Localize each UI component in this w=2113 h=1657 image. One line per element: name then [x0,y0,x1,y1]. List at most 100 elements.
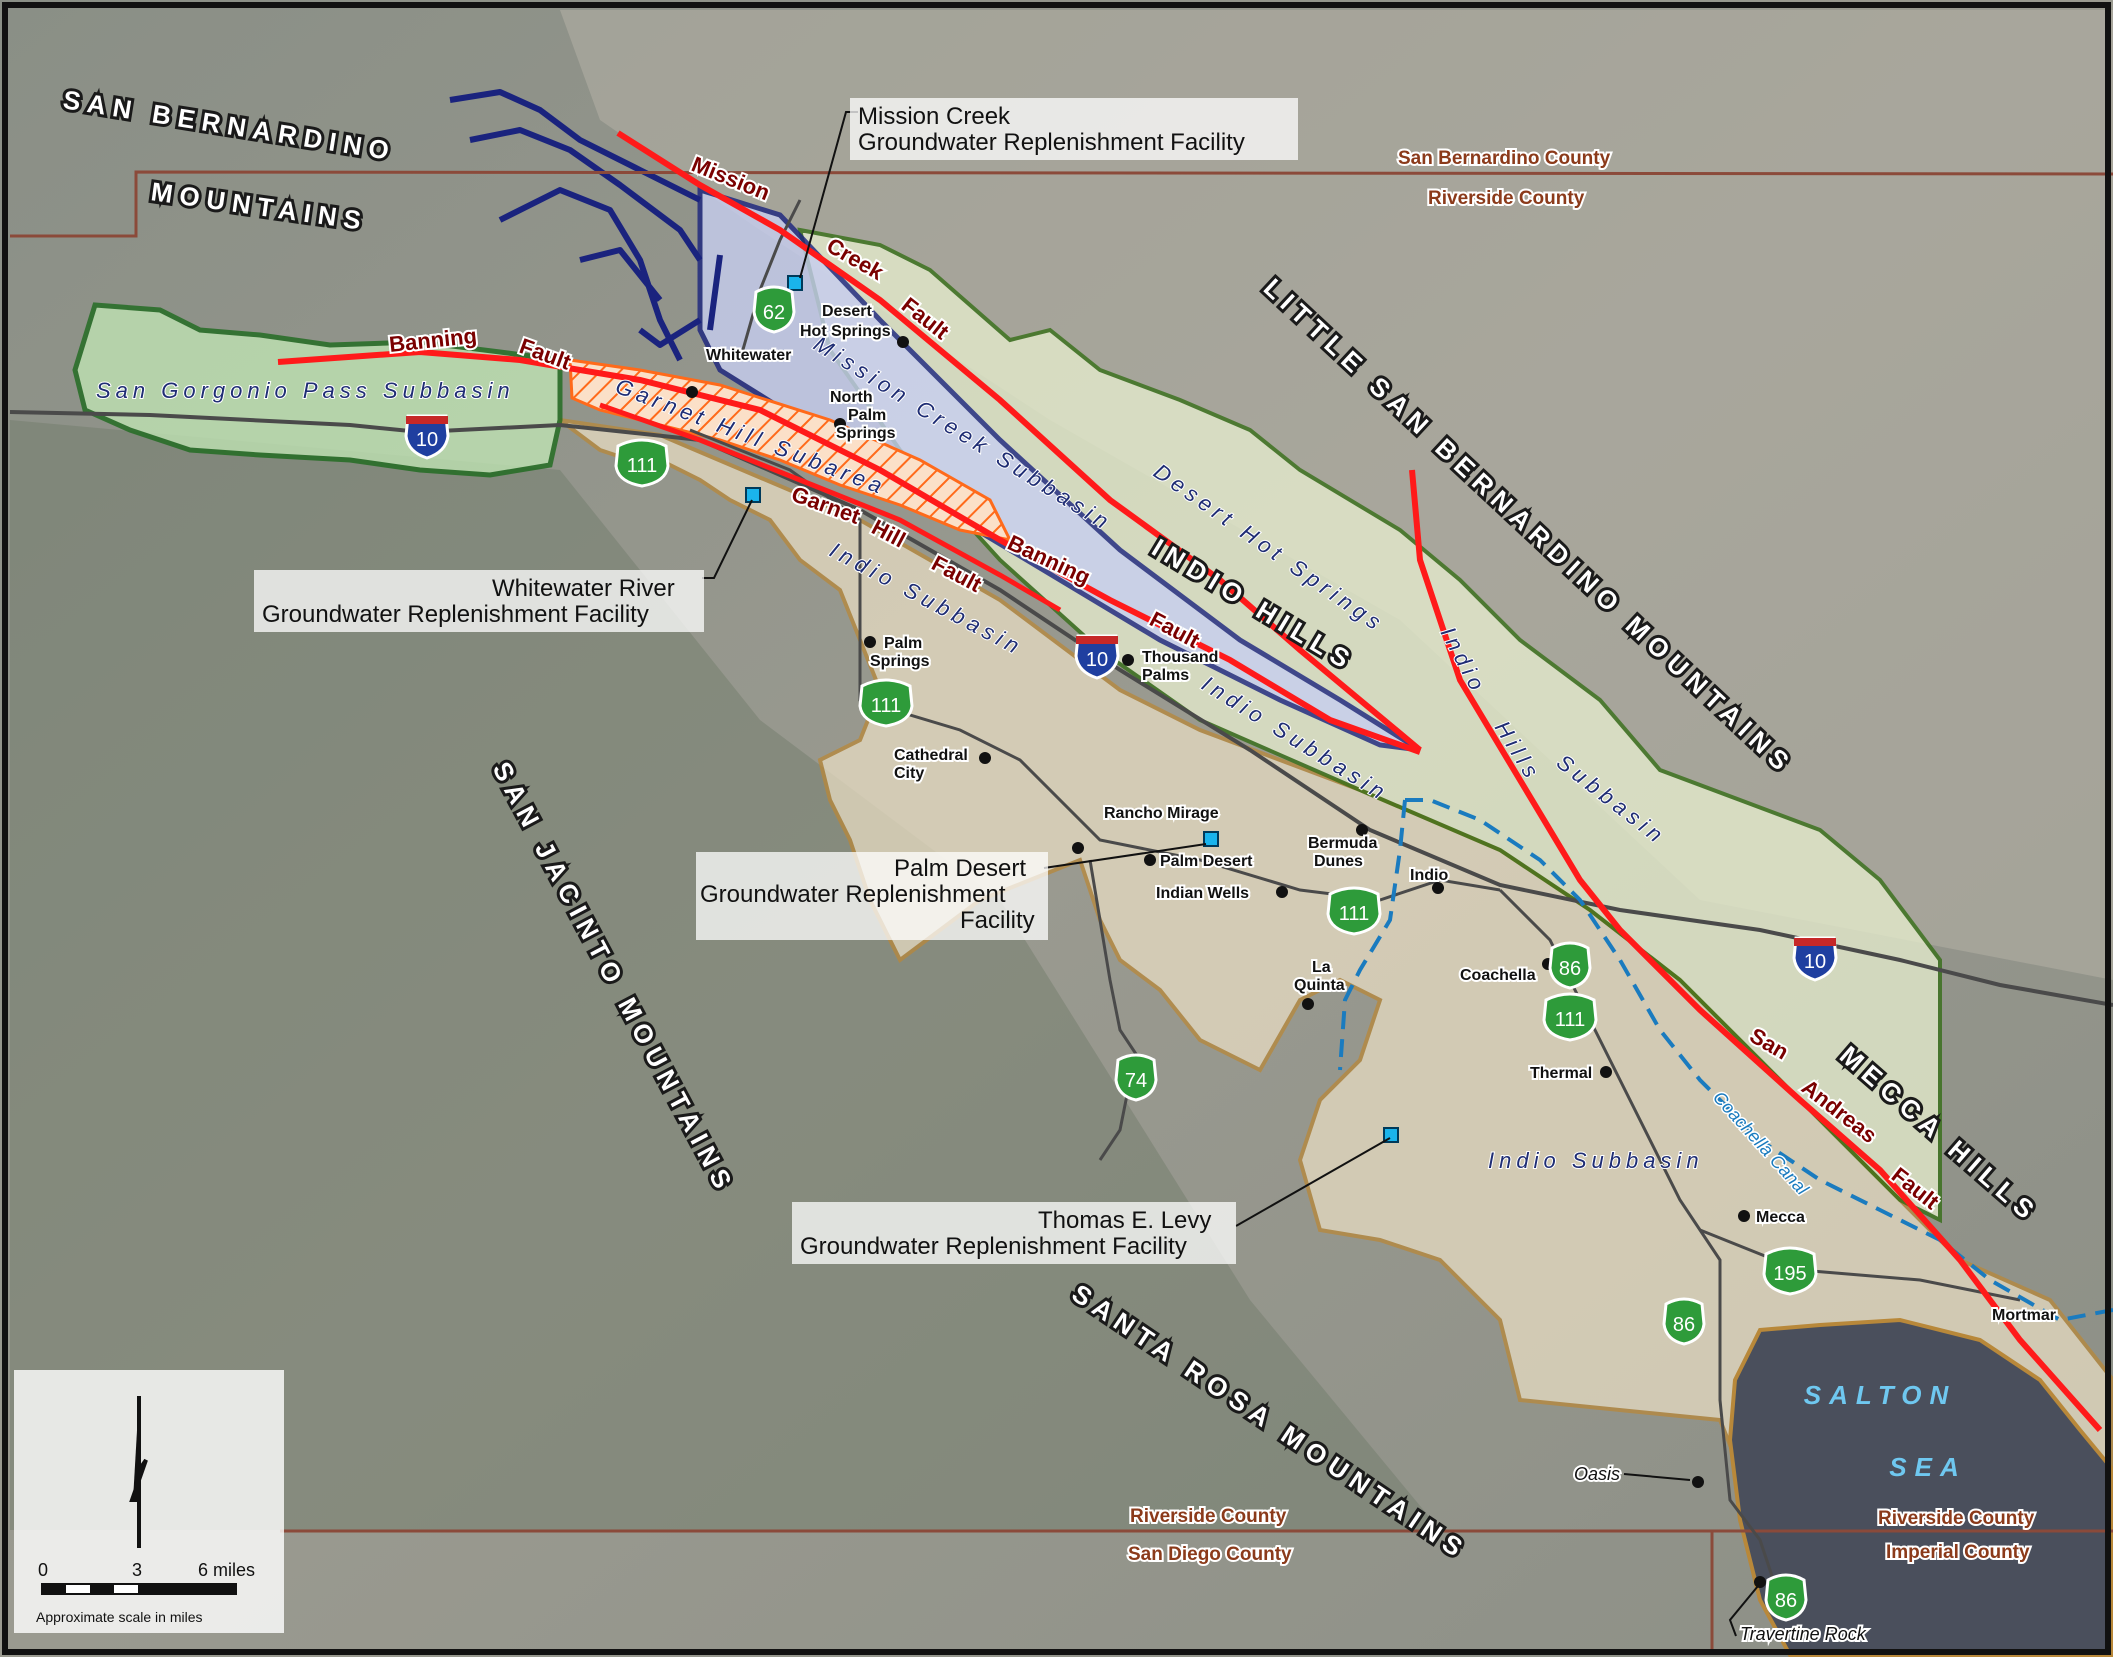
coachella-canal [1338,798,2113,1323]
svg-text:62: 62 [763,302,785,324]
city-markers [686,336,1766,1588]
palm-desert-facility-label-3: Facility [960,907,1035,934]
city-label-north-palm-3: Springs [836,425,896,442]
interstate-10-shield-c: 10 [1792,936,1838,982]
county-label-san-diego-bottom: San Diego County [1128,1544,1292,1565]
svg-text:10: 10 [1804,951,1826,973]
palm-desert-facility-label-1: Palm Desert [894,855,1026,882]
levy-facility-label-1: Thomas E. Levy [1038,1207,1211,1234]
svg-text:10: 10 [1086,649,1108,671]
whitewater-facility-label-2: Groundwater Replenishment Facility [262,601,649,628]
oasis-leader-line [1623,1473,1691,1481]
city-label-whitewater: Whitewater [706,347,791,364]
levy-facility-label-bg [792,1202,1236,1264]
indio-subbasin-label-c: Indio Subbasin [1488,1148,1704,1173]
svg-text:74: 74 [1125,1070,1147,1092]
palm-desert-facility-leader [1043,843,1207,869]
scale-bar [41,1583,237,1595]
route-111-shield-d: 111 [1542,992,1598,1042]
city-label-mortmar: Mortmar [1992,1307,2056,1324]
county-label-riverside-right: Riverside County [1878,1508,2035,1529]
city-label-north-palm-1: North [830,389,873,406]
county-label-riverside-bottom: Riverside County [1130,1506,1287,1527]
svg-text:10: 10 [416,429,438,451]
svg-text:86: 86 [1775,1590,1797,1612]
mission-creek-fault [616,130,1422,753]
mission-creek-facility-label-bg [850,98,1298,160]
svg-text:111: 111 [627,455,657,477]
travertine-leader-line [1728,1585,1759,1637]
garnet-hill-fault [599,402,1062,613]
city-label-thousand-palms-1: Thousand [1142,649,1218,666]
city-label-travertine-rock: Travertine Rock [1740,1624,1867,1644]
highway-111-route [689,428,1501,902]
city-label-palm-desert: Palm Desert [1160,853,1253,870]
banning-fault [277,348,1422,755]
svg-text:195: 195 [1773,1263,1806,1285]
city-label-cathedral-2: City [894,765,924,782]
svg-text:111: 111 [1339,903,1369,925]
city-label-rancho-mirage: Rancho Mirage [1104,805,1219,822]
mission-creek-subbasin-area [697,186,1422,753]
city-label-la-quinta-1: La [1312,959,1331,976]
route-86-shield-b: 86 [1662,1297,1706,1346]
mission-creek-facility-label-1: Mission Creek [858,103,1011,130]
facility-markers [745,275,1399,1143]
whitewater-facility-leader [702,499,753,579]
palm-desert-facility-label-bg [696,852,1048,940]
route-86-shield-c: 86 [1764,1573,1808,1622]
levy-facility-leader [1235,1137,1391,1227]
city-label-desert-1: Desert [822,303,872,320]
city-label-cathedral-1: Cathedral [894,747,968,764]
route-195-shield: 195 [1762,1246,1818,1296]
interstate-10-shield-b: 10 [1074,634,1120,680]
levy-facility-label-2: Groundwater Replenishment Facility [800,1233,1187,1260]
route-111-shield-c: 111 [1326,886,1382,936]
scale-tick-3: 3 [132,1560,142,1580]
county-line-north [10,170,2113,238]
mission-creek-facility-label-2: Groundwater Replenishment Facility [858,129,1245,156]
city-label-indian-wells: Indian Wells [1156,885,1249,902]
mission-creek-washes [449,89,723,362]
city-label-palm-springs-2: Springs [870,653,930,670]
svg-text:86: 86 [1673,1314,1695,1336]
svg-text:111: 111 [1555,1009,1585,1031]
route-111-shield-a: 111 [614,438,670,488]
san-andreas-fault [1409,469,2103,1432]
route-74-shield: 74 [1114,1053,1158,1102]
scale-caption: Approximate scale in miles [36,1609,203,1625]
city-label-thousand-palms-2: Palms [1142,667,1189,684]
whitewater-facility-label-1: Whitewater River [492,575,675,602]
scale-legend: 0 3 6 miles Approximate scale in miles [14,1370,284,1633]
city-label-desert-2: Hot Springs [800,323,891,340]
county-label-san-bernardino-top: San Bernardino County [1398,148,1611,169]
svg-text:86: 86 [1559,958,1581,980]
city-label-north-palm-2: Palm [848,407,886,424]
salton-sea-label-2: SEA [1889,1452,1966,1482]
city-label-la-quinta-2: Quinta [1294,977,1345,994]
city-label-bermuda-1: Bermuda [1308,835,1377,852]
county-label-imperial-right: Imperial County [1886,1542,2030,1563]
interstate-10-shield-a: 10 [404,414,450,460]
scale-tick-0: 0 [38,1560,48,1580]
county-label-riverside-top: Riverside County [1428,188,1585,209]
whitewater-facility-label-bg [254,570,704,632]
san-gorgonio-subbasin-label: San Gorgonio Pass Subbasin [96,378,515,403]
city-label-bermuda-2: Dunes [1314,853,1363,870]
palm-desert-facility-label-2: Groundwater Replenishment [700,881,1006,908]
salton-sea-label-1: SALTON [1804,1380,1956,1410]
route-86-shield-a: 86 [1548,941,1592,990]
salton-sea [1727,1317,2113,1657]
highway-195-route [1699,1228,2021,1302]
city-label-palm-springs-1: Palm [884,635,922,652]
svg-text:111: 111 [871,695,901,717]
route-62-shield: 62 [752,285,796,334]
city-label-coachella: Coachella [1460,967,1536,984]
city-label-mecca: Mecca [1756,1209,1805,1226]
route-111-shield-b: 111 [858,678,914,728]
city-label-indio: Indio [1410,867,1448,884]
city-label-oasis: Oasis [1574,1464,1620,1484]
city-label-thermal: Thermal [1530,1065,1592,1082]
